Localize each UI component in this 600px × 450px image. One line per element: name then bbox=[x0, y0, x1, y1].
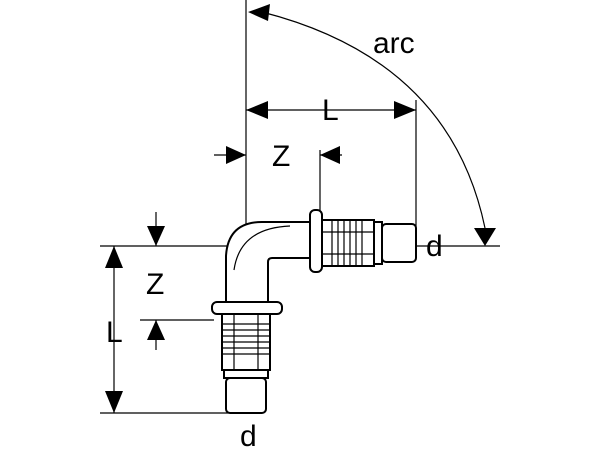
left-z-dimension: Z bbox=[146, 212, 165, 350]
horizontal-outlet bbox=[309, 209, 417, 273]
arc-arrow-start bbox=[248, 4, 270, 21]
vertical-pipe-end bbox=[225, 377, 267, 414]
extension-lines bbox=[100, 0, 500, 414]
left-length-label: L bbox=[106, 316, 123, 349]
left-z-arrow-top bbox=[147, 226, 165, 246]
bottom-diameter-label: d bbox=[240, 420, 257, 450]
horizontal-pipe-end bbox=[381, 223, 417, 263]
top-length-label: L bbox=[322, 94, 339, 127]
vertical-outlet bbox=[211, 301, 283, 414]
top-z-arrow-right bbox=[320, 146, 340, 164]
left-length-arrow-top bbox=[105, 246, 123, 268]
arc-arrow-end bbox=[474, 228, 496, 246]
left-z-label: Z bbox=[146, 268, 164, 301]
horizontal-collar bbox=[309, 209, 323, 273]
arc-label: arc bbox=[373, 27, 415, 60]
right-diameter-label: d bbox=[426, 230, 443, 263]
elbow-fitting bbox=[211, 209, 417, 414]
arc-dimension: arc bbox=[248, 4, 496, 246]
horizontal-press-sleeve bbox=[321, 219, 375, 267]
top-z-dimension: Z bbox=[214, 140, 342, 173]
top-z-arrow-left bbox=[226, 146, 246, 164]
vertical-ring bbox=[223, 369, 269, 379]
left-length-arrow-bottom bbox=[105, 391, 123, 413]
top-z-label: Z bbox=[272, 140, 290, 173]
left-length-dimension: L bbox=[105, 246, 123, 413]
left-z-arrow-bottom bbox=[147, 320, 165, 340]
horizontal-ring bbox=[373, 221, 383, 265]
top-length-arrow-left bbox=[246, 101, 268, 119]
elbow-bend bbox=[225, 221, 311, 303]
top-length-arrow-right bbox=[394, 101, 416, 119]
vertical-collar bbox=[211, 301, 283, 315]
top-length-dimension: L bbox=[246, 94, 416, 127]
